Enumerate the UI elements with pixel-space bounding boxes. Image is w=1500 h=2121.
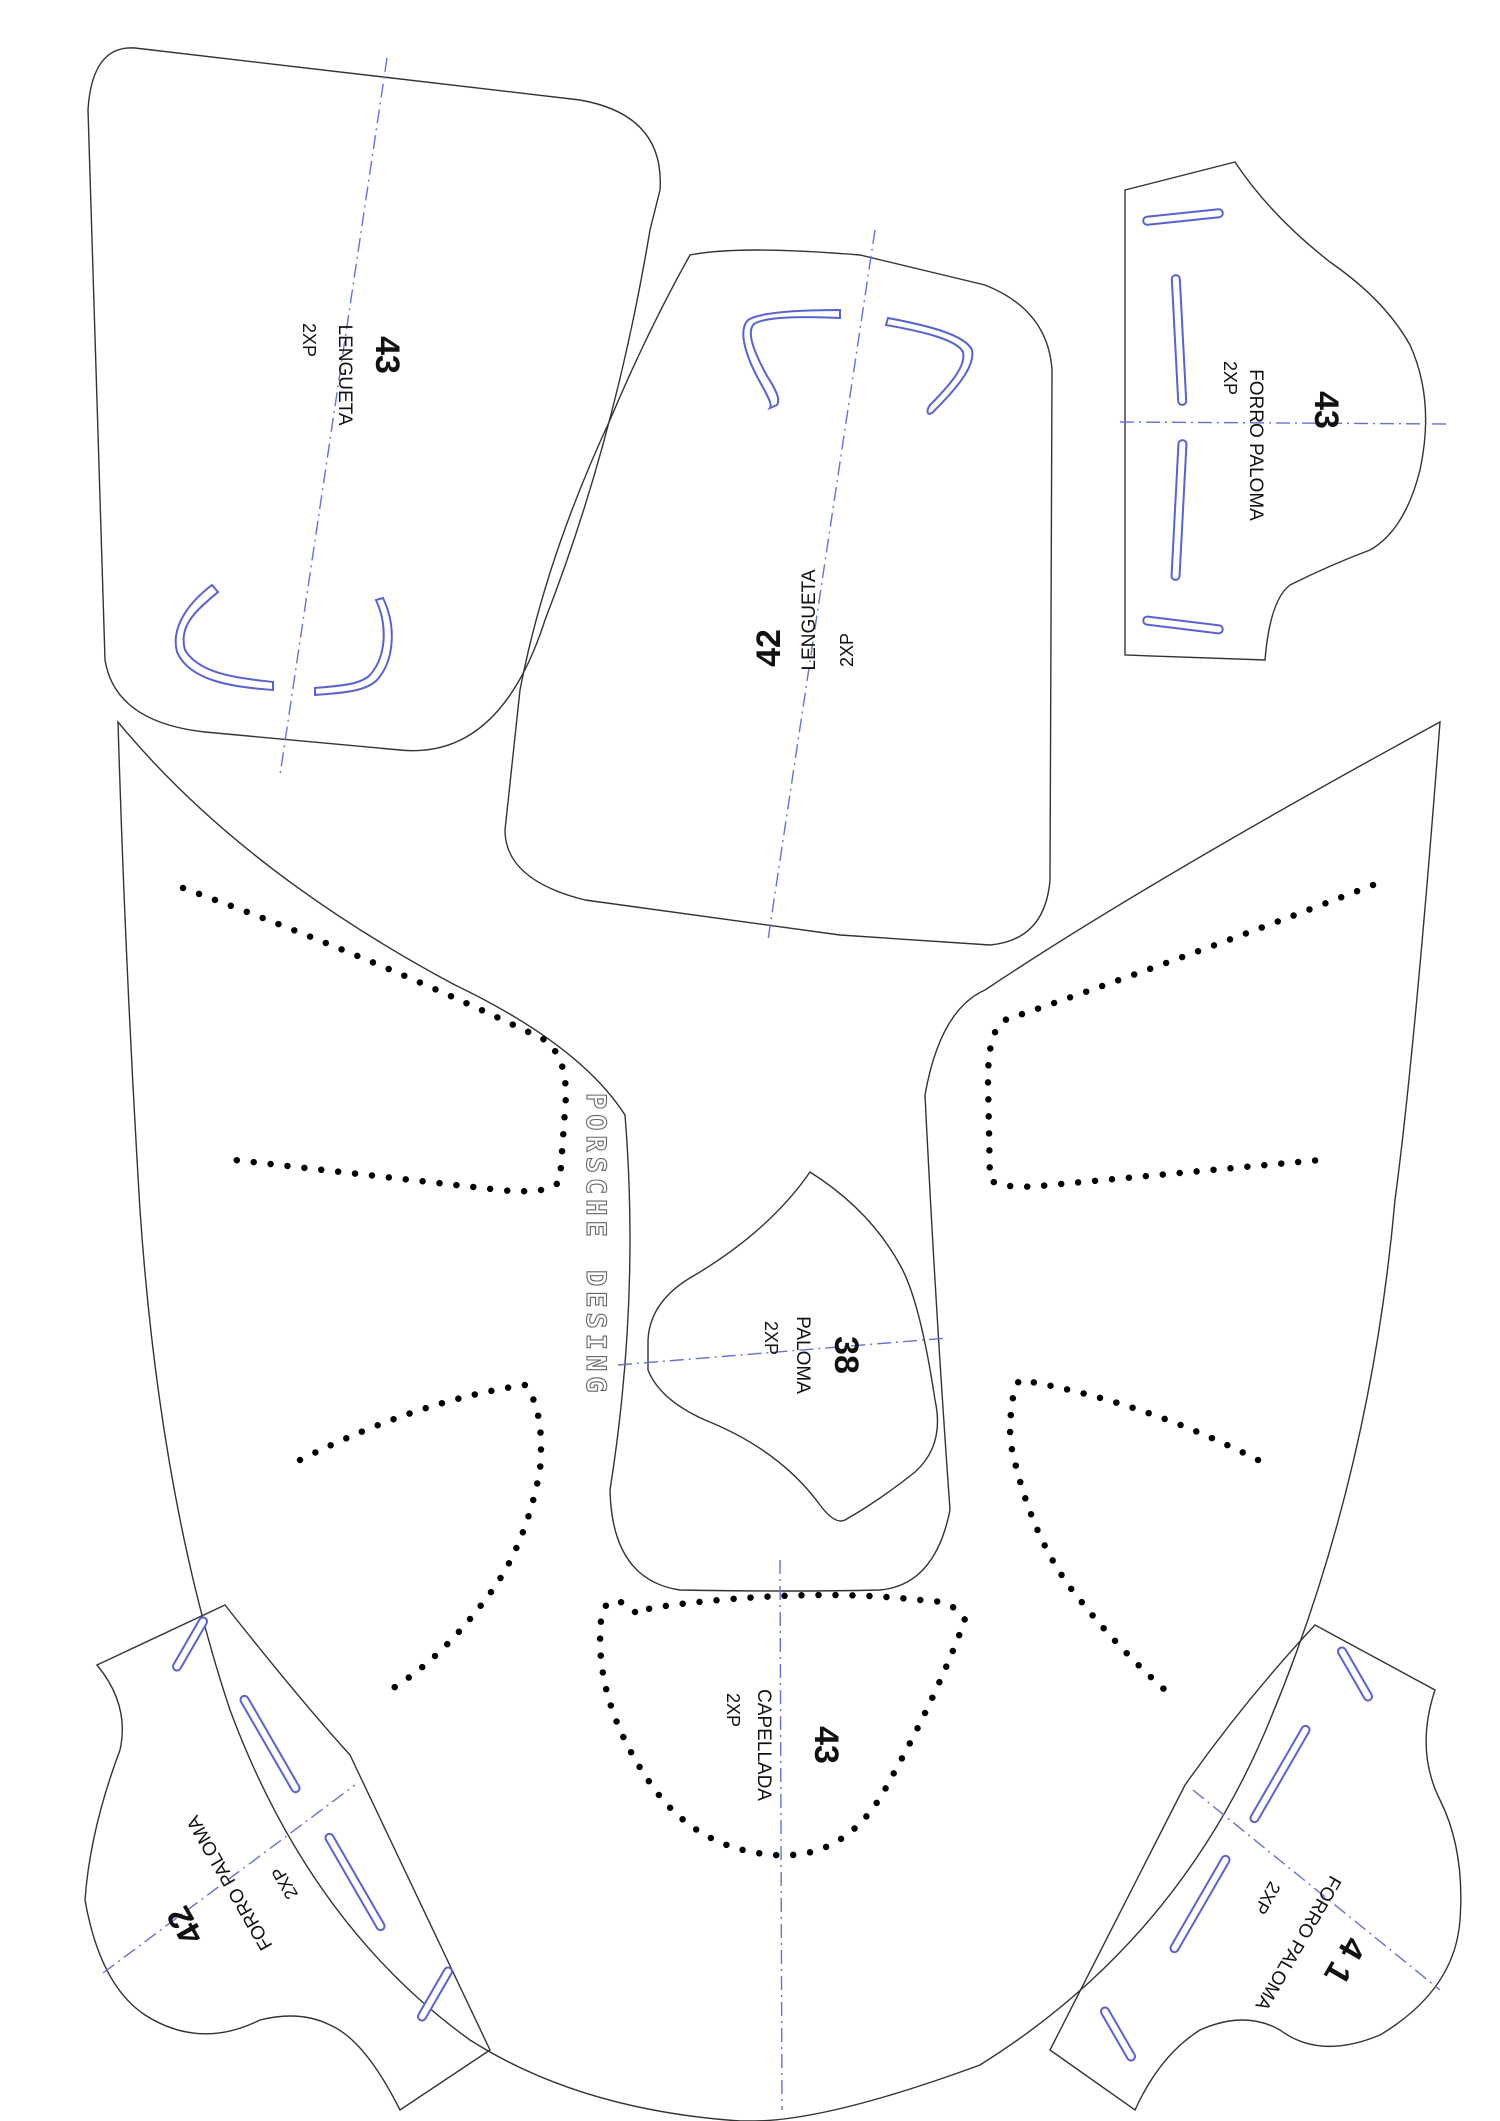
lengueta-43-slot-right	[314, 596, 393, 697]
lengueta-42-center-line	[767, 229, 876, 941]
lengueta-43-name: LENGUETA	[334, 324, 355, 425]
forro-paloma-41-size: 4 1	[1316, 1931, 1373, 1991]
lengueta-43-size: 43	[368, 336, 406, 374]
forro-paloma-43-name: FORRO PALOMA	[1245, 369, 1266, 521]
lengueta-42-qty: 2XP	[837, 633, 857, 667]
capellada-43-size: 43	[807, 1726, 845, 1764]
forro-paloma-43-qty: 2XP	[1220, 361, 1240, 395]
paloma-38-name: PALOMA	[792, 1316, 813, 1394]
lengueta-43-outline	[87, 47, 661, 752]
capellada-43-lower-left-stitching	[296, 1381, 545, 1694]
forro-paloma-41-slot-4	[1100, 2006, 1136, 2062]
lengueta-42-name: LENGUETA	[799, 569, 820, 670]
forro-paloma-42-qty: 2XP	[268, 1863, 302, 1902]
forro-paloma-42-center-line	[102, 1784, 356, 1974]
lengueta-42-size: 42	[750, 629, 788, 667]
lengueta-43-slot-left	[174, 583, 274, 692]
forro-paloma-43-size: 43	[1307, 391, 1345, 429]
forro-paloma-42-slot-4	[417, 1966, 453, 2022]
forro-paloma-42-slot-1	[172, 1616, 208, 1672]
capellada-43-outline	[117, 719, 1441, 2121]
forro-paloma-43-slot-4	[1142, 615, 1224, 635]
capellada-43-center-line	[779, 1559, 783, 2111]
piece-capellada-43: 43 CAPELLADA 2XP PORSCHE DESING	[117, 719, 1441, 2121]
capellada-43-qty: 2XP	[723, 1693, 743, 1727]
lengueta-42-slot-right	[884, 316, 974, 415]
capellada-43-lower-right-stitching	[1006, 1376, 1262, 1694]
forro-paloma-42-size: 42	[160, 1900, 212, 1952]
capellada-43-toe-stitching	[596, 1591, 969, 1859]
capellada-43-name: CAPELLADA	[753, 1689, 774, 1801]
forro-paloma-41-slot-3	[1169, 1854, 1231, 1954]
piece-forro-paloma-42: 42 FORRO PALOMA 2XP	[84, 1604, 491, 2112]
forro-paloma-41-slot-1	[1337, 1646, 1373, 1702]
lengueta-43-center-line	[279, 57, 388, 776]
forro-paloma-41-outline	[1049, 1624, 1462, 2112]
lengueta-42-slot-left	[742, 308, 841, 411]
lengueta-42-outline	[504, 249, 1053, 946]
forro-paloma-42-slot-3	[324, 1832, 386, 1932]
piece-forro-paloma-43: 43 FORRO PALOMA 2XP	[1119, 161, 1449, 661]
lengueta-43-qty: 2XP	[299, 323, 319, 357]
brand-line-2: DESING	[580, 1270, 611, 1398]
forro-paloma-43-center-line	[1119, 421, 1449, 425]
forro-paloma-43-slot-2	[1170, 274, 1188, 406]
forro-paloma-42-slot-2	[239, 1694, 301, 1794]
piece-forro-paloma-41: 4 1 FORRO PALOMA 2XP	[1049, 1624, 1462, 2112]
paloma-38-outline	[647, 1171, 939, 1522]
forro-paloma-42-outline	[84, 1604, 491, 2112]
paloma-38-size: 38	[827, 1336, 865, 1374]
forro-paloma-41-center-line	[1192, 1789, 1441, 1991]
paloma-38-center-line	[617, 1337, 949, 1366]
forro-paloma-43-slot-1	[1142, 208, 1224, 226]
piece-paloma-38: 38 PALOMA 2XP	[617, 1171, 949, 1522]
forro-paloma-43-slot-3	[1170, 439, 1188, 581]
piece-lengueta-42: 42 LENGUETA 2XP	[504, 229, 1053, 946]
capellada-43-upper-left-stitching	[179, 884, 569, 1195]
brand-line-1: PORSCHE	[580, 1093, 611, 1242]
piece-lengueta-43: 43 LENGUETA 2XP	[87, 47, 661, 776]
forro-paloma-41-slot-2	[1249, 1724, 1311, 1824]
paloma-38-qty: 2XP	[761, 1321, 781, 1355]
forro-paloma-43-outline	[1124, 161, 1427, 661]
capellada-43-upper-right-stitching	[984, 881, 1377, 1190]
forro-paloma-41-qty: 2XP	[1250, 1878, 1284, 1917]
